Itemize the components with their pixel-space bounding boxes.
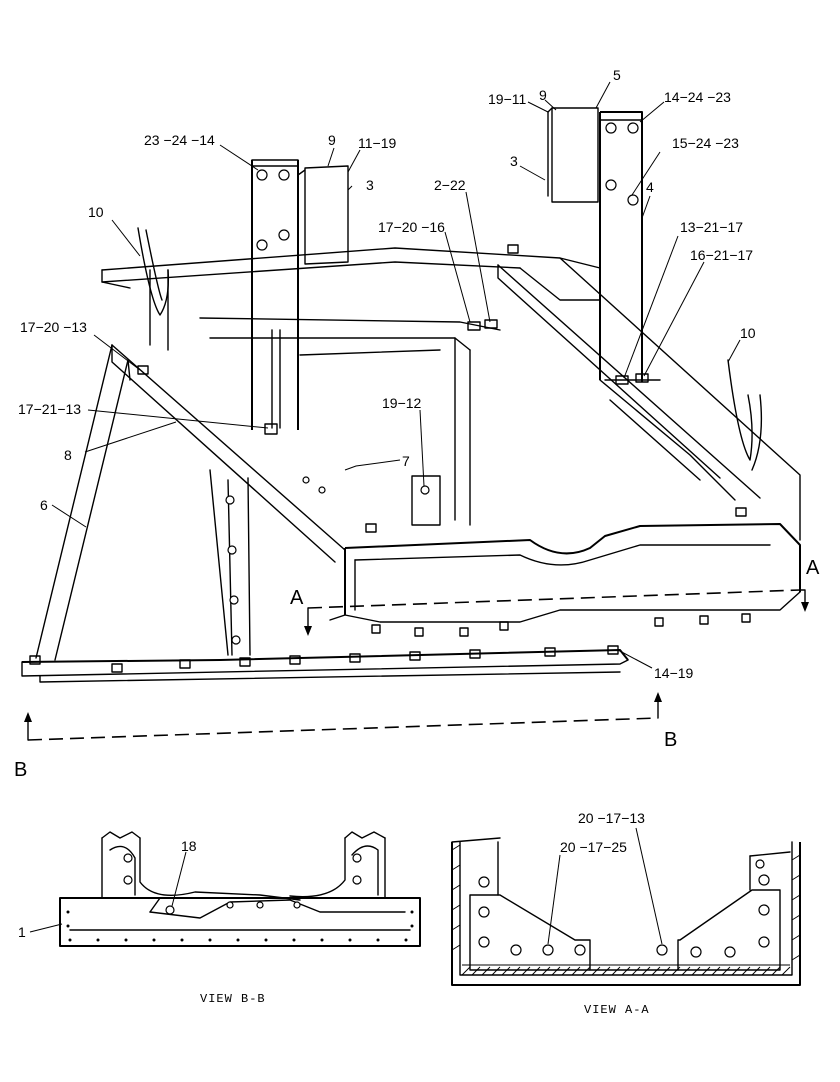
view-aa-drawing [451,827,801,986]
middle-crossmember [199,317,501,526]
callout-19-12: 19−12 [382,395,422,411]
callout-6: 6 [40,497,48,513]
callout-14-24-23: 14−24 −23 [664,89,731,105]
right-block [547,107,599,203]
callout-17-20-16: 17−20 −16 [378,219,445,235]
callout-11-19: 11−19 [358,135,396,151]
section-b-right: B [664,729,677,751]
right-side-member [497,257,801,541]
callout-8: 8 [64,447,72,463]
callout-20-17-25: 20 −17−25 [560,839,627,855]
left-block [297,165,349,265]
callout-10-right: 10 [740,325,756,341]
rear-crossmember [101,247,601,289]
section-letters: A A B B [14,557,820,781]
front-box-beam [329,523,801,623]
callout-23-24-14: 23 −24 −14 [144,132,215,148]
callout-4: 4 [646,179,654,195]
callout-3-right: 3 [510,153,518,169]
view-bb-bolt-row [66,910,414,942]
callout-13-21-17: 13−21−17 [680,219,743,235]
view-bb-drawing [29,831,421,947]
left-hook [137,227,170,316]
callout-14-19: 14−19 [654,665,694,681]
right-upright [599,111,661,382]
callout-19-11: 19−11 [488,91,526,107]
callout-15-24-23: 15−24 −23 [672,135,739,151]
left-leg [35,344,131,661]
main-frame-assembly [21,107,809,741]
view-titles: VIEW B-B VIEW A-A [200,992,650,1017]
callout-17-20-13: 17−20 −13 [20,319,87,335]
upright-holes [225,122,639,645]
callout-3-left: 3 [366,177,374,193]
bracket-7 [411,475,441,526]
callout-1: 1 [18,924,26,940]
section-line-bb [24,692,662,741]
callout-10-left: 10 [88,204,104,220]
base-bolts [29,244,751,673]
right-hook [727,359,763,471]
callout-18: 18 [181,838,197,854]
callout-2-22: 2−22 [434,177,466,193]
callout-16-21-17: 16−21−17 [690,247,753,263]
left-upright [251,159,299,430]
section-a-right: A [806,557,820,579]
view-bb-title: VIEW B-B [200,992,266,1006]
section-a-left: A [290,587,304,609]
callout-labels: 19−11 9 5 14−24 −23 15−24 −23 3 4 23 −24… [18,67,756,940]
base-plate [21,649,629,683]
view-aa-hatch [451,844,801,976]
callout-9-top: 9 [539,87,547,103]
callout-17-21-13: 17−21−13 [18,401,81,417]
section-line-aa [304,589,809,636]
center-web [209,469,251,656]
view-aa-title: VIEW A-A [584,1003,650,1017]
callout-20-17-13: 20 −17−13 [578,810,645,826]
callout-9-left: 9 [328,132,336,148]
callout-7: 7 [402,453,410,469]
leader-lines [51,81,741,669]
callout-5: 5 [613,67,621,83]
section-b-left: B [14,759,27,781]
